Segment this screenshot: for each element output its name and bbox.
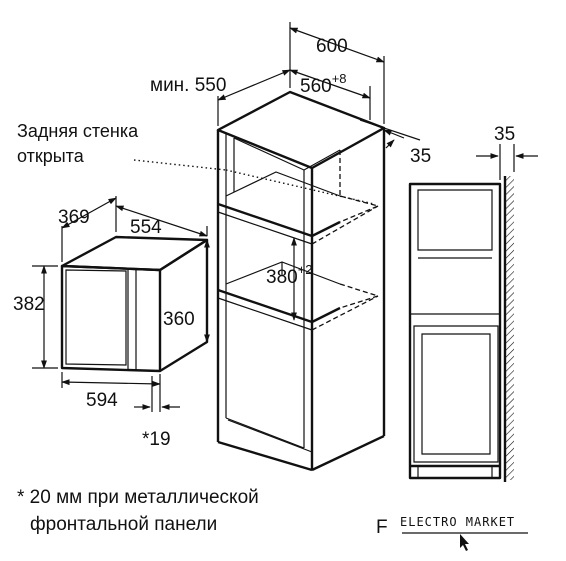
dim-380-label: 380+2 [266,262,313,288]
dim-35-wall-label: 35 [494,124,515,145]
dimension-600: 600 [289,22,385,124]
rear-wall-callout: Задняя стенка открыта [17,121,375,205]
dim-369-label: 369 [58,207,90,228]
footnote-line2: фронтальной панели [30,514,217,535]
electro-market-watermark: ELECTRO MARKET [400,515,528,551]
dimension-560: 560+8 [289,69,371,120]
dim-380-tolerance: +2 [298,262,313,277]
dimension-min-550: мин. 550 [150,69,291,126]
dim-382-label: 382 [13,294,45,315]
watermark-name: ELECTRO MARKET [400,515,515,529]
dim-560-label: 560+8 [300,71,347,97]
dimension-35-wall: 35 [476,124,538,180]
dimension-380: 380+2 [266,237,313,321]
side-view-wall [506,176,514,480]
dimension-35-side: 35 [359,119,431,167]
microwave-oven [60,235,209,373]
dimension-382: 382 [13,265,58,369]
side-view-cabinet [408,176,514,482]
dim-19-label: *19 [142,429,171,450]
dimension-554: 554 [115,205,208,238]
dim-600-label: 600 [316,36,348,57]
footnote-line1: * 20 мм при металлической [17,487,259,508]
dim-360-label: 360 [163,309,195,330]
dimension-360: 360 [163,239,210,343]
cursor-icon [460,534,469,551]
corner-letter: F [376,517,388,538]
dim-min-550-label: мин. 550 [150,75,226,96]
rear-wall-label-line1: Задняя стенка [17,121,139,141]
dim-594-label: 594 [86,390,118,411]
dimension-19: *19 [134,376,180,450]
tall-cabinet [216,90,386,472]
dim-380-value: 380 [266,267,298,288]
dim-560-tolerance: +8 [332,71,347,86]
dim-560-value: 560 [300,76,332,97]
rear-wall-label-line2: открыта [17,146,85,166]
dim-554-label: 554 [130,217,162,238]
dim-35-side-label: 35 [410,146,431,167]
dimension-594: 594 [61,372,161,412]
